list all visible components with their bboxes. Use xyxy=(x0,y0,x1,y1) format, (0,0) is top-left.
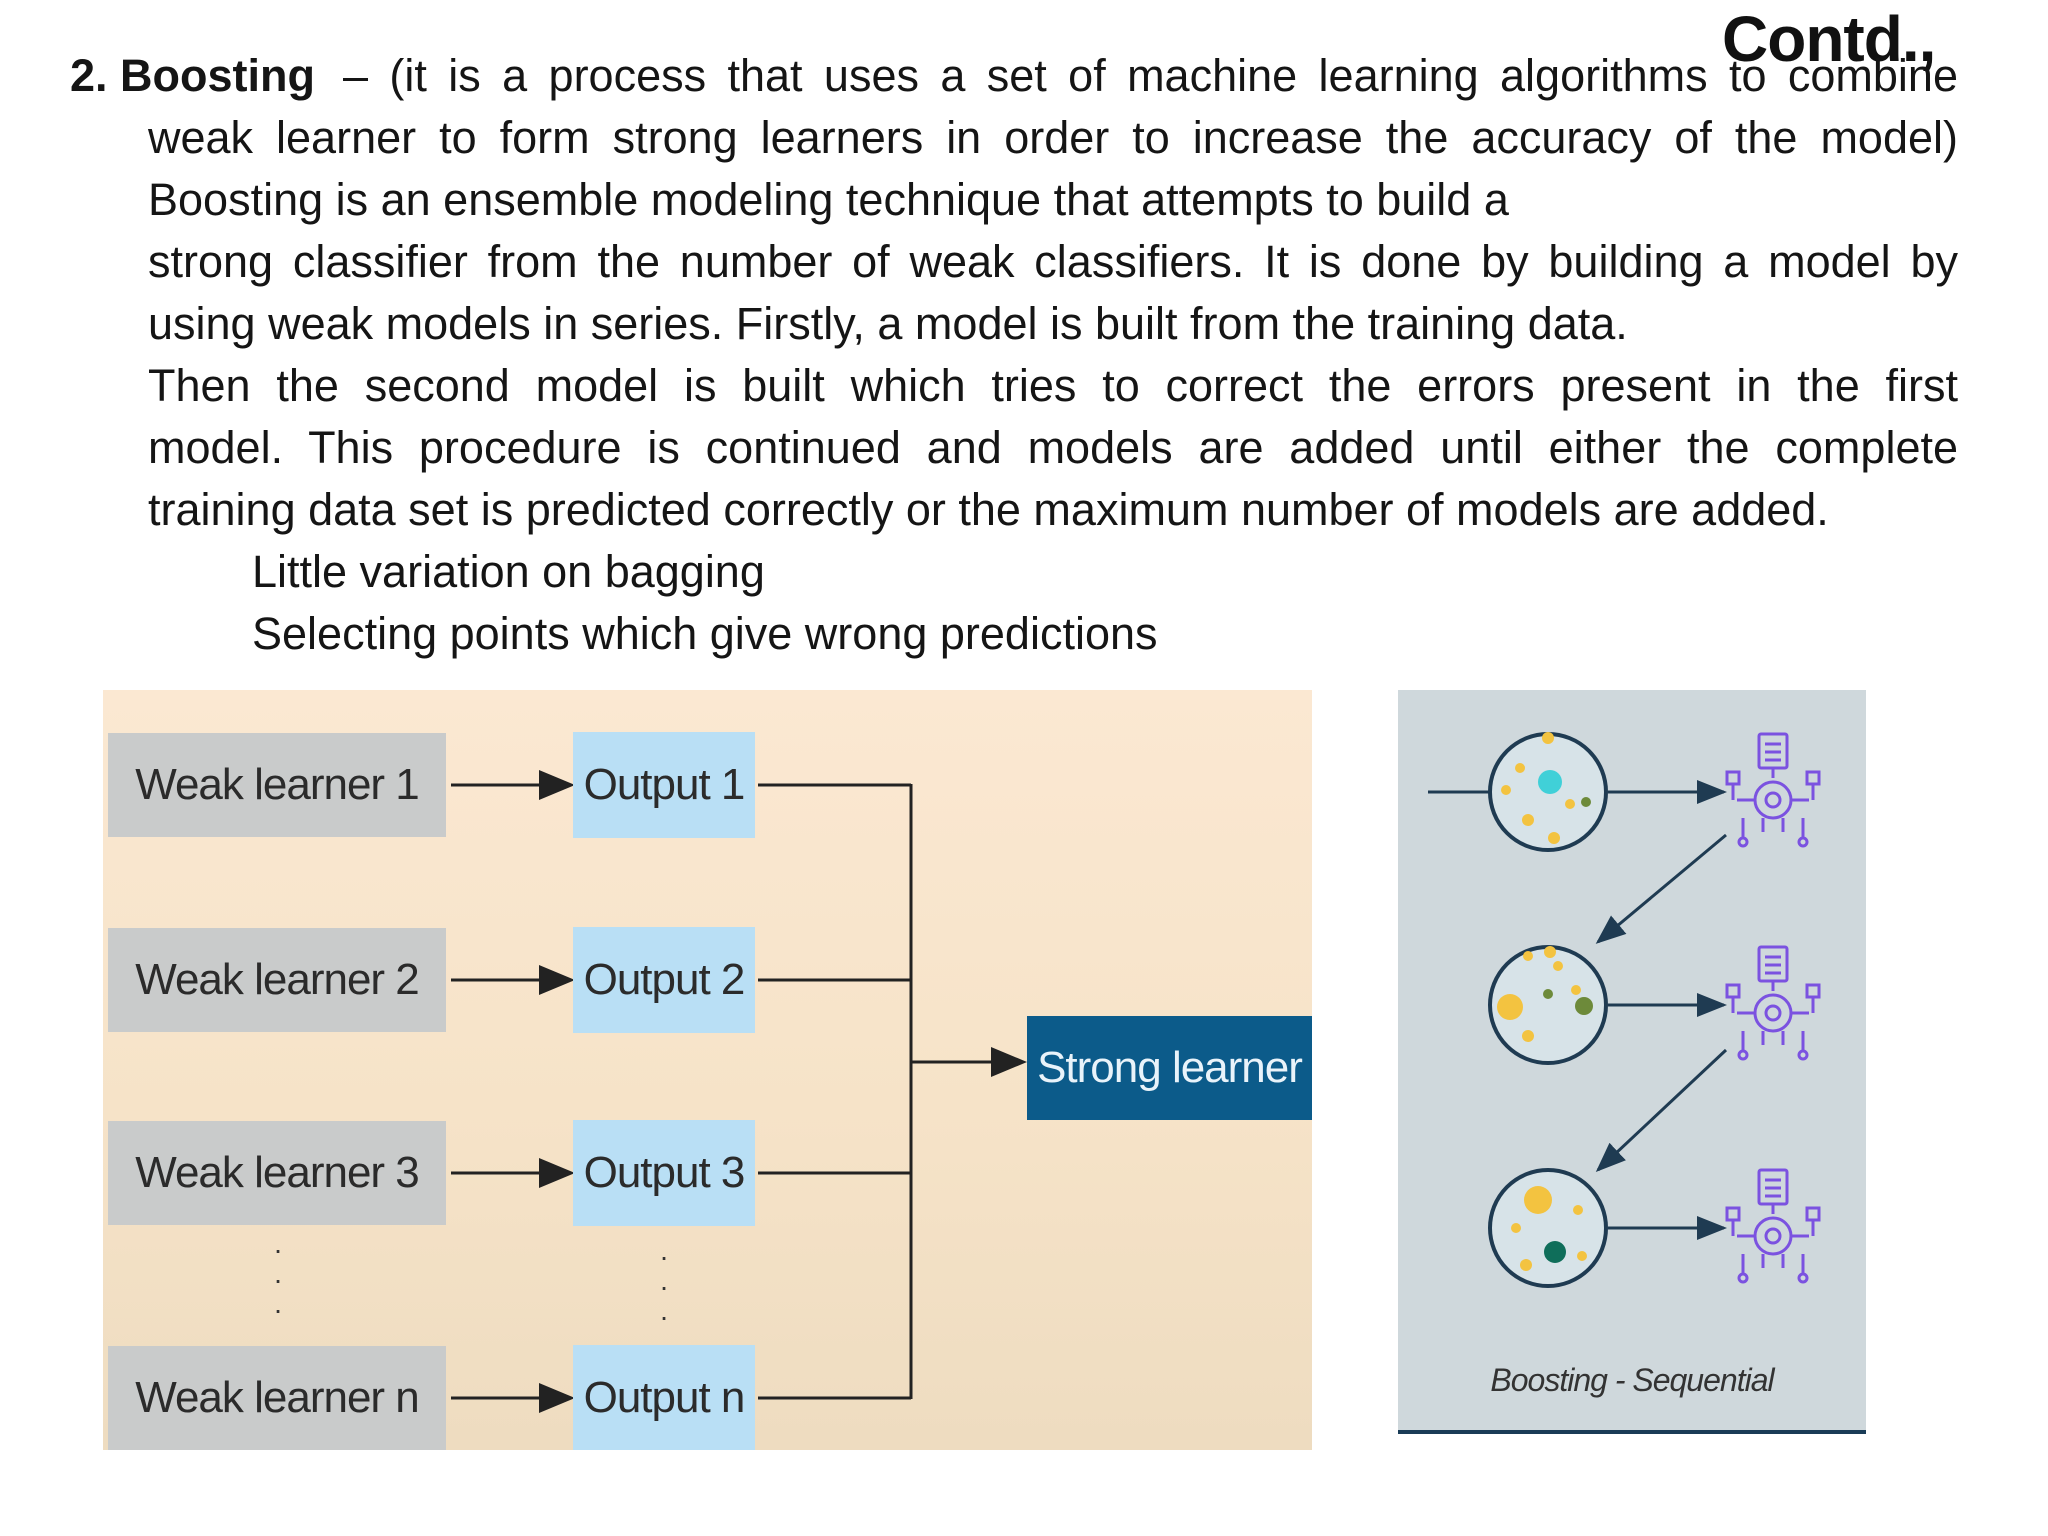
paragraph-line-8: training data set is predicted correctly… xyxy=(148,484,1829,535)
strong-learner-box: Strong learner xyxy=(1027,1016,1312,1120)
connector-lines xyxy=(451,770,1027,1413)
ellipsis-dots: ··· xyxy=(273,1234,283,1325)
paragraph-line-2: weak learner to form strong learners in … xyxy=(148,112,1958,163)
weak-learner-box: Weak learner 3 xyxy=(108,1121,446,1225)
model-gear-icon xyxy=(1725,945,1821,1061)
data-circle-3 xyxy=(1488,1168,1608,1288)
model-gear-icon xyxy=(1725,732,1821,848)
paragraph-line-3: Boosting is an ensemble modeling techniq… xyxy=(148,174,1509,225)
weak-learner-box: Weak learner n xyxy=(108,1346,446,1450)
paragraph-line-4: strong classifier from the number of wea… xyxy=(148,236,1958,287)
boosting-sequential-diagram: Boosting - Sequential xyxy=(1398,690,1866,1434)
sequential-graphic xyxy=(1428,732,1821,1288)
output-box: Output 2 xyxy=(573,927,755,1033)
paragraph-line-6: Then the second model is built which tri… xyxy=(148,360,1958,411)
contd-heading: Contd., xyxy=(1722,3,1936,75)
output-box: Output 1 xyxy=(573,732,755,838)
paragraph-line-1: 2. Boosting – (it is a process that uses… xyxy=(70,46,1958,106)
data-circle-2 xyxy=(1488,945,1608,1065)
model-gear-icon xyxy=(1725,1168,1821,1284)
paragraph-line-5: using weak models in series. Firstly, a … xyxy=(148,298,1628,349)
weak-learner-box: Weak learner 1 xyxy=(108,733,446,837)
paragraph-line-7: model. This procedure is continued and m… xyxy=(148,422,1958,473)
boosting-flow-diagram: Weak learner 1 Weak learner 2 Weak learn… xyxy=(103,690,1312,1450)
paragraph-line-1-rest: – (it is a process that uses a set of ma… xyxy=(343,50,1958,101)
diagram-caption: Boosting - Sequential xyxy=(1490,1362,1774,1398)
bullet-item: Selecting points which give wrong predic… xyxy=(252,608,1158,659)
data-circle-1 xyxy=(1488,732,1608,852)
bullet-item: Little variation on bagging xyxy=(252,546,765,597)
weak-learner-box: Weak learner 2 xyxy=(108,928,446,1032)
output-box: Output n xyxy=(573,1345,755,1450)
boosting-term: 2. Boosting xyxy=(70,50,315,101)
ellipsis-dots: ··· xyxy=(659,1241,669,1332)
output-box: Output 3 xyxy=(573,1120,755,1226)
